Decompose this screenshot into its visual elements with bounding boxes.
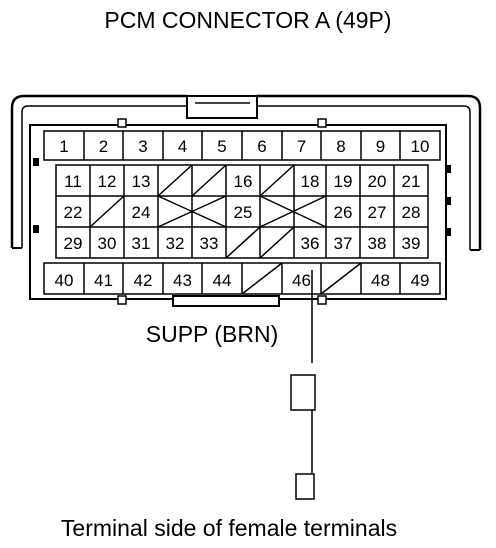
bottom-latch xyxy=(172,295,280,307)
terminal-46: 46 xyxy=(292,271,311,290)
terminal-27: 27 xyxy=(368,203,387,222)
terminal-grid xyxy=(43,130,441,295)
terminal-44: 44 xyxy=(213,271,232,290)
terminal-33: 33 xyxy=(200,234,219,253)
connector-body xyxy=(29,124,447,300)
terminal-30: 30 xyxy=(98,234,117,253)
terminal-24: 24 xyxy=(132,203,151,222)
wire-label: SUPP (BRN) xyxy=(146,321,279,347)
terminal-42: 42 xyxy=(134,271,153,290)
terminal-39: 39 xyxy=(402,234,421,253)
terminal-5: 5 xyxy=(217,137,226,156)
terminal-43: 43 xyxy=(173,271,192,290)
terminal-13: 13 xyxy=(132,172,151,191)
terminal-31: 31 xyxy=(132,234,151,253)
probe-tip xyxy=(295,473,315,500)
probe-body xyxy=(290,374,316,411)
terminal-21: 21 xyxy=(402,172,421,191)
top-latch xyxy=(186,95,258,119)
diagram-title: PCM CONNECTOR A (49P) xyxy=(104,7,391,33)
terminal-12: 12 xyxy=(98,172,117,191)
connector-housing xyxy=(10,94,482,250)
terminal-22: 22 xyxy=(64,203,83,222)
terminal-37: 37 xyxy=(334,234,353,253)
footer-caption: Terminal side of female terminals xyxy=(61,515,397,541)
terminal-28: 28 xyxy=(402,203,421,222)
terminal-9: 9 xyxy=(376,137,385,156)
terminal-36: 36 xyxy=(301,234,320,253)
terminal-25: 25 xyxy=(234,203,253,222)
terminal-20: 20 xyxy=(368,172,387,191)
terminal-29: 29 xyxy=(64,234,83,253)
test-probe-wire xyxy=(290,270,316,500)
terminal-3: 3 xyxy=(138,137,147,156)
terminal-16: 16 xyxy=(234,172,253,191)
terminal-10: 10 xyxy=(411,137,430,156)
terminal-32: 32 xyxy=(166,234,185,253)
terminal-19: 19 xyxy=(334,172,353,191)
lock-left-2 xyxy=(33,225,39,233)
lock-right-3 xyxy=(445,228,451,236)
terminal-26: 26 xyxy=(334,203,353,222)
terminal-11: 11 xyxy=(64,172,82,191)
terminal-row-3: 22 24 25 26 27 28 xyxy=(64,203,421,222)
terminal-row-1: 1 2 3 4 5 6 7 8 9 10 xyxy=(59,137,429,156)
terminal-6: 6 xyxy=(257,137,266,156)
terminal-18: 18 xyxy=(301,172,320,191)
terminal-4: 4 xyxy=(178,137,187,156)
terminal-7: 7 xyxy=(297,137,306,156)
lock-right-1 xyxy=(445,165,451,173)
terminal-row-5: 40 41 42 43 44 46 48 49 xyxy=(55,271,430,290)
terminal-40: 40 xyxy=(55,271,74,290)
terminal-1: 1 xyxy=(59,137,68,156)
terminal-48: 48 xyxy=(371,271,390,290)
terminal-49: 49 xyxy=(411,271,430,290)
terminal-row-4: 29 30 31 32 33 36 37 38 39 xyxy=(64,234,421,253)
lock-right-2 xyxy=(445,197,451,205)
terminal-row-2: 11 12 13 16 18 19 20 21 xyxy=(64,172,420,191)
terminal-41: 41 xyxy=(94,271,113,290)
terminal-2: 2 xyxy=(99,137,108,156)
terminal-38: 38 xyxy=(368,234,387,253)
terminal-8: 8 xyxy=(336,137,345,156)
lock-left-1 xyxy=(33,158,39,166)
